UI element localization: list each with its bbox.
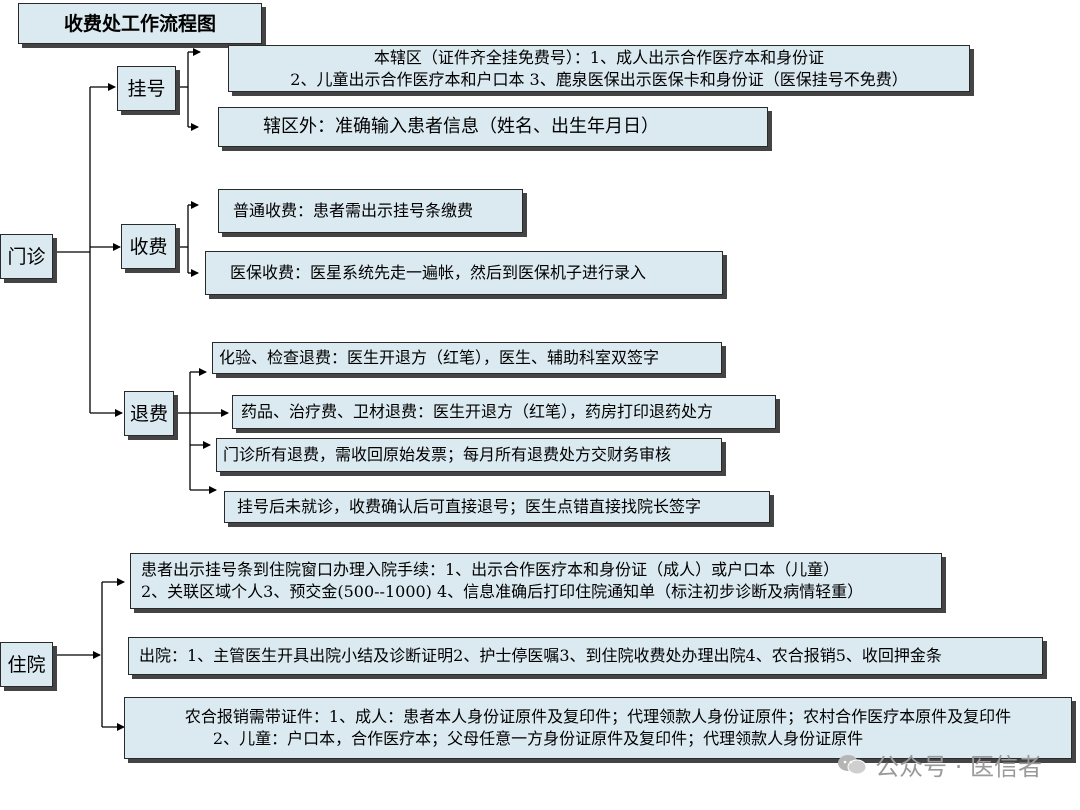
node-inpatient: 住院 bbox=[0, 642, 53, 687]
inpatient-admission-line2: 2、关联区域个人3、预交金(500--1000) 4、信息准确后打印住院通知单（… bbox=[141, 582, 864, 601]
refund-lab-box: 化验、检查退费：医生开退方（红笔），医生、辅助科室双签字 bbox=[212, 342, 722, 374]
wechat-icon bbox=[837, 754, 867, 776]
node-charging: 收费 bbox=[121, 224, 176, 269]
watermark: 公众号 · 医信者 bbox=[837, 747, 1042, 782]
refund-drug-box: 药品、治疗费、卫材退费：医生开退方（红笔），药房打印退药处方 bbox=[232, 395, 776, 429]
registration-in-district-line1: 本辖区（证件齐全挂免费号）：1、成人出示合作医疗本和身份证 bbox=[373, 47, 825, 67]
registration-in-district-box: 本辖区（证件齐全挂免费号）：1、成人出示合作医疗本和身份证 2、儿童出示合作医疗… bbox=[228, 45, 970, 92]
watermark-text: 公众号 · 医信者 bbox=[875, 753, 1042, 781]
charging-normal-box: 普通收费：患者需出示挂号条缴费 bbox=[218, 189, 523, 233]
page-title: 收费处工作流程图 bbox=[18, 3, 262, 44]
registration-in-district-line2: 2、儿童出示合作医疗本和户口本 3、鹿泉医保出示医保卡和身份证（医保挂号不免费） bbox=[290, 69, 908, 89]
refund-registration-box: 挂号后未就诊，收费确认后可直接退号；医生点错直接找院长签字 bbox=[224, 491, 770, 523]
node-outpatient: 门诊 bbox=[0, 234, 53, 279]
node-refund: 退费 bbox=[124, 391, 174, 436]
inpatient-discharge-box: 出院：1、主管医生开具出院小结及诊断证明2、护士停医嘱3、到住院收费处办理出院4… bbox=[128, 637, 1043, 675]
refund-all-box: 门诊所有退费，需收回原始发票；每月所有退费处方交财务审核 bbox=[216, 438, 722, 472]
charging-insurance-box: 医保收费：医星系统先走一遍帐，然后到医保机子进行录入 bbox=[205, 251, 723, 295]
inpatient-documents-line1: 农合报销需带证件：1、成人：患者本人身份证原件及复印件；代理领款人身份证原件；农… bbox=[184, 707, 1012, 726]
inpatient-documents-line2: 2、儿童：户口本，合作医疗本；父母任意一方身份证原件及复印件；代理领款人身份证原… bbox=[212, 729, 864, 748]
inpatient-admission-line1: 患者出示挂号条到住院窗口办理入院手续：1、出示合作医疗本和身份证（成人）或户口本… bbox=[141, 560, 840, 579]
inpatient-documents-box: 农合报销需带证件：1、成人：患者本人身份证原件及复印件；代理领款人身份证原件；农… bbox=[124, 697, 1072, 759]
inpatient-admission-box: 患者出示挂号条到住院窗口办理入院手续：1、出示合作医疗本和身份证（成人）或户口本… bbox=[130, 553, 942, 609]
registration-out-district-box: 辖区外：准确输入患者信息（姓名、出生年月日） bbox=[218, 107, 768, 147]
node-registration: 挂号 bbox=[117, 66, 176, 111]
